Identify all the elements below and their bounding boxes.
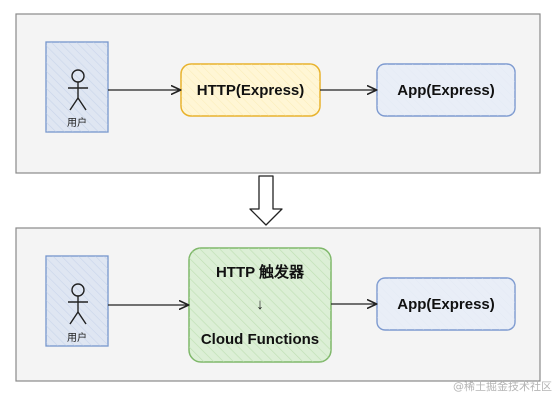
- trigger-down-arrow: ↓: [256, 295, 264, 313]
- http-trigger-box: [188, 247, 332, 363]
- bottom-user-box: [45, 255, 109, 347]
- http-express-label: HTTP(Express): [196, 81, 305, 99]
- transition-down-arrow: [249, 175, 283, 226]
- bottom-app-label: App(Express): [397, 295, 495, 313]
- top-app-label: App(Express): [397, 81, 495, 99]
- bottom-user-icon: [68, 283, 88, 325]
- top-user-icon: [68, 69, 88, 111]
- bottom-app-box: [376, 277, 516, 331]
- bottom-user-label: 用户: [67, 332, 87, 344]
- top-app-box: [376, 63, 516, 117]
- watermark: @稀土掘金技术社区: [453, 380, 552, 393]
- top-user-box: [45, 41, 109, 133]
- http-express-box: [180, 63, 321, 117]
- cloud-functions-label: Cloud Functions: [200, 330, 320, 348]
- top-user-label: 用户: [67, 117, 87, 129]
- http-trigger-label: HTTP 触发器: [215, 263, 305, 281]
